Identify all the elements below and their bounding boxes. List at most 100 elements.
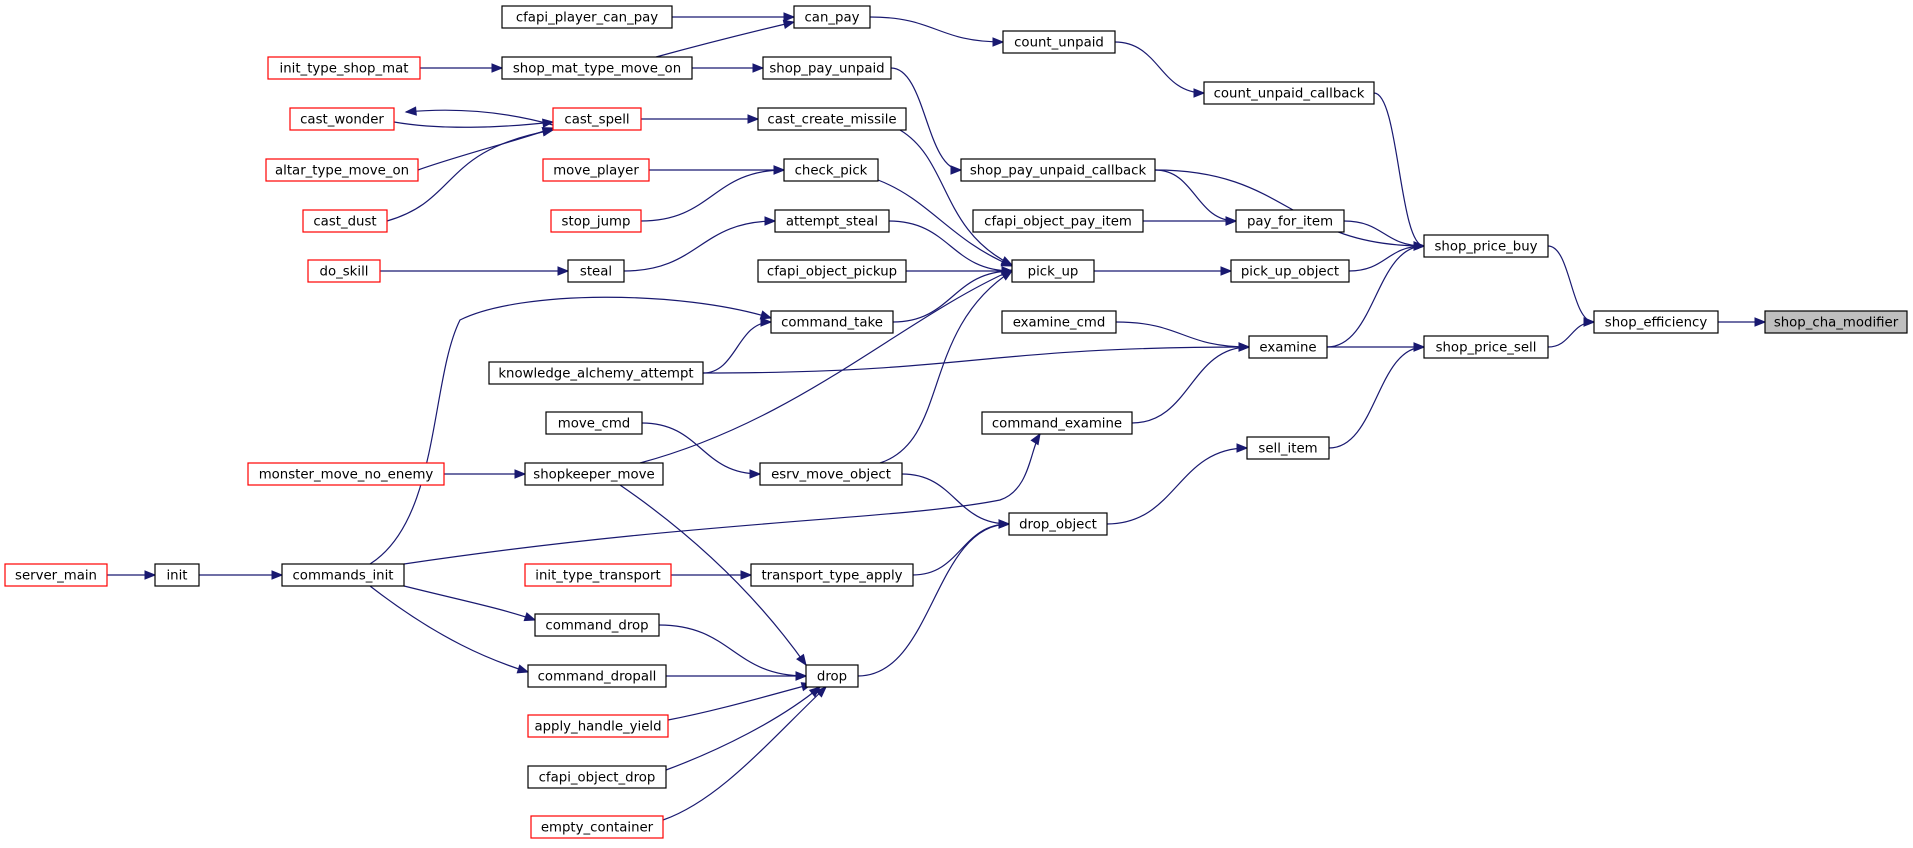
node-box-shop_mat_type_move_on[interactable] [501, 56, 693, 80]
node-shop_mat_type_move_on[interactable]: shop_mat_type_move_on [501, 56, 693, 80]
node-init[interactable]: init [154, 563, 200, 587]
node-examine_cmd[interactable]: examine_cmd [1001, 310, 1117, 334]
node-box-esrv_move_object[interactable] [759, 462, 903, 486]
node-shop_price_buy[interactable]: shop_price_buy [1423, 234, 1549, 258]
node-command_dropall[interactable]: command_dropall [527, 664, 667, 688]
node-server_main[interactable]: server_main [4, 563, 108, 587]
node-box-command_take[interactable] [770, 310, 894, 334]
node-box-knowledge_alchemy_attempt[interactable] [488, 361, 704, 385]
node-box-apply_handle_yield[interactable] [527, 714, 669, 738]
node-box-init[interactable] [154, 563, 200, 587]
node-init_type_shop_mat[interactable]: init_type_shop_mat [267, 56, 421, 80]
node-command_drop[interactable]: command_drop [534, 613, 660, 637]
node-drop_object[interactable]: drop_object [1008, 512, 1108, 536]
node-box-cfapi_object_pickup[interactable] [757, 259, 907, 283]
node-cfapi_object_pickup[interactable]: cfapi_object_pickup [757, 259, 907, 283]
node-do_skill[interactable]: do_skill [307, 259, 381, 283]
node-pick_up_object[interactable]: pick_up_object [1230, 259, 1350, 283]
node-pay_for_item[interactable]: pay_for_item [1235, 209, 1345, 233]
node-box-transport_type_apply[interactable] [750, 563, 914, 587]
node-box-init_type_transport[interactable] [524, 563, 672, 587]
node-empty_container[interactable]: empty_container [530, 815, 664, 839]
node-command_take[interactable]: command_take [770, 310, 894, 334]
node-box-can_pay[interactable] [793, 5, 871, 29]
node-box-cfapi_object_pay_item[interactable] [972, 209, 1144, 233]
node-box-shop_price_sell[interactable] [1423, 335, 1549, 359]
node-examine[interactable]: examine [1248, 335, 1328, 359]
node-cfapi_player_can_pay[interactable]: cfapi_player_can_pay [501, 5, 673, 29]
node-command_examine[interactable]: command_examine [981, 411, 1133, 435]
node-cast_spell[interactable]: cast_spell [552, 107, 642, 131]
node-box-empty_container[interactable] [530, 815, 664, 839]
node-box-stop_jump[interactable] [550, 209, 642, 233]
node-box-shop_price_buy[interactable] [1423, 234, 1549, 258]
node-box-count_unpaid[interactable] [1002, 30, 1116, 54]
node-shopkeeper_move[interactable]: shopkeeper_move [524, 462, 664, 486]
node-box-move_cmd[interactable] [545, 411, 643, 435]
node-can_pay[interactable]: can_pay [793, 5, 871, 29]
node-esrv_move_object[interactable]: esrv_move_object [759, 462, 903, 486]
node-box-sell_item[interactable] [1246, 436, 1330, 460]
node-move_player[interactable]: move_player [542, 158, 650, 182]
node-commands_init[interactable]: commands_init [281, 563, 405, 587]
node-box-command_drop[interactable] [534, 613, 660, 637]
node-altar_type_move_on[interactable]: altar_type_move_on [265, 158, 419, 182]
node-cast_dust[interactable]: cast_dust [302, 209, 388, 233]
node-box-count_unpaid_callback[interactable] [1203, 81, 1375, 105]
node-box-drop[interactable] [805, 664, 859, 688]
node-box-steal[interactable] [567, 259, 625, 283]
node-box-pick_up_object[interactable] [1230, 259, 1350, 283]
node-sell_item[interactable]: sell_item [1246, 436, 1330, 460]
node-box-shopkeeper_move[interactable] [524, 462, 664, 486]
node-drop[interactable]: drop [805, 664, 859, 688]
node-stop_jump[interactable]: stop_jump [550, 209, 642, 233]
node-box-cast_wonder[interactable] [289, 107, 395, 131]
node-box-pick_up[interactable] [1011, 259, 1095, 283]
node-knowledge_alchemy_attempt[interactable]: knowledge_alchemy_attempt [488, 361, 704, 385]
node-transport_type_apply[interactable]: transport_type_apply [750, 563, 914, 587]
node-box-examine[interactable] [1248, 335, 1328, 359]
node-box-cast_create_missile[interactable] [757, 107, 907, 131]
node-init_type_transport[interactable]: init_type_transport [524, 563, 672, 587]
node-attempt_steal[interactable]: attempt_steal [774, 209, 890, 233]
node-shop_efficiency[interactable]: shop_efficiency [1593, 310, 1719, 334]
node-box-altar_type_move_on[interactable] [265, 158, 419, 182]
node-box-do_skill[interactable] [307, 259, 381, 283]
node-box-shop_pay_unpaid[interactable] [762, 56, 892, 80]
node-box-pay_for_item[interactable] [1235, 209, 1345, 233]
node-box-init_type_shop_mat[interactable] [267, 56, 421, 80]
node-steal[interactable]: steal [567, 259, 625, 283]
node-box-examine_cmd[interactable] [1001, 310, 1117, 334]
node-pick_up[interactable]: pick_up [1011, 259, 1095, 283]
node-cfapi_object_drop[interactable]: cfapi_object_drop [527, 765, 667, 789]
node-box-move_player[interactable] [542, 158, 650, 182]
node-box-command_examine[interactable] [981, 411, 1133, 435]
node-box-attempt_steal[interactable] [774, 209, 890, 233]
node-box-command_dropall[interactable] [527, 664, 667, 688]
node-box-cfapi_player_can_pay[interactable] [501, 5, 673, 29]
node-box-cast_dust[interactable] [302, 209, 388, 233]
node-box-shop_cha_modifier[interactable] [1764, 310, 1908, 334]
node-box-shop_pay_unpaid_callback[interactable] [960, 158, 1156, 182]
node-box-drop_object[interactable] [1008, 512, 1108, 536]
node-monster_move_no_enemy[interactable]: monster_move_no_enemy [247, 462, 445, 486]
node-count_unpaid_callback[interactable]: count_unpaid_callback [1203, 81, 1375, 105]
node-shop_pay_unpaid_callback[interactable]: shop_pay_unpaid_callback [960, 158, 1156, 182]
node-cast_create_missile[interactable]: cast_create_missile [757, 107, 907, 131]
node-shop_price_sell[interactable]: shop_price_sell [1423, 335, 1549, 359]
node-count_unpaid[interactable]: count_unpaid [1002, 30, 1116, 54]
node-apply_handle_yield[interactable]: apply_handle_yield [527, 714, 669, 738]
node-box-shop_efficiency[interactable] [1593, 310, 1719, 334]
node-shop_cha_modifier[interactable]: shop_cha_modifier [1764, 310, 1908, 334]
node-box-cast_spell[interactable] [552, 107, 642, 131]
node-cfapi_object_pay_item[interactable]: cfapi_object_pay_item [972, 209, 1144, 233]
node-box-check_pick[interactable] [783, 158, 879, 182]
node-shop_pay_unpaid[interactable]: shop_pay_unpaid [762, 56, 892, 80]
node-cast_wonder[interactable]: cast_wonder [289, 107, 395, 131]
node-box-cfapi_object_drop[interactable] [527, 765, 667, 789]
node-check_pick[interactable]: check_pick [783, 158, 879, 182]
node-box-commands_init[interactable] [281, 563, 405, 587]
node-box-monster_move_no_enemy[interactable] [247, 462, 445, 486]
node-move_cmd[interactable]: move_cmd [545, 411, 643, 435]
node-box-server_main[interactable] [4, 563, 108, 587]
